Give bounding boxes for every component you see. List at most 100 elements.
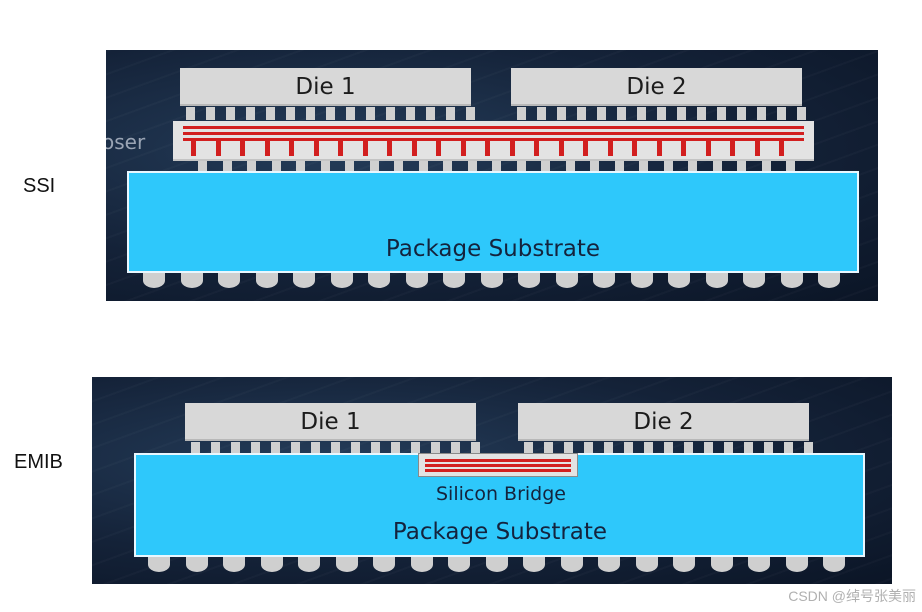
microbump [406,107,415,120]
via [313,138,319,156]
solder-ball [630,273,653,288]
via [730,138,735,156]
interposer-bump [590,161,599,171]
microbump [757,107,766,120]
microbump [311,442,320,454]
interposer-bump [639,161,648,171]
microbump [684,442,693,454]
solder-ball [330,273,353,288]
solder-ball [635,557,658,572]
microbump [446,107,455,120]
solder-ball [555,273,578,288]
microbump [804,442,813,454]
microbump [291,442,300,454]
bridge-wire [425,469,571,472]
microbump [737,107,746,120]
microbump [557,107,566,120]
interposer-bump [320,161,330,171]
microbump [704,442,713,454]
via [681,138,686,156]
interposer-bump [492,161,501,171]
solder-ball [185,557,208,572]
solder-ball [298,557,320,572]
interposer-bump [443,161,452,171]
interposer-wire [183,138,804,141]
microbump [371,442,380,454]
interposer-bump [541,161,550,171]
microbump [426,107,435,120]
microbump [657,107,666,120]
via [436,138,441,156]
via [264,138,270,156]
silicon-bridge [418,453,578,477]
via [509,138,515,156]
interposer-bump [198,161,207,171]
microbump [231,442,240,454]
solder-ball [480,273,503,288]
microbump [366,107,375,120]
emib-die-2: Die 2 [518,403,809,441]
microbump [537,107,546,120]
via [289,138,294,156]
microbump [564,442,573,454]
solder-ball [405,273,428,288]
microbump [226,107,235,120]
via [215,138,221,156]
microbump [351,442,360,454]
microbump [286,107,295,120]
solder-ball [823,557,845,572]
ssi-die-1: Die 1 [180,68,471,106]
microbump [577,107,586,120]
solder-ball [255,273,278,288]
solder-ball [373,557,395,572]
interposer-bump [761,161,771,171]
microbump [624,442,633,454]
microbump [784,442,793,454]
via [240,138,245,156]
microbump [271,442,280,454]
interposer-bump [614,161,624,171]
solder-ball [518,273,540,288]
interposer-bump [663,161,673,171]
bridge-wire [425,459,571,462]
solder-ball [260,557,283,572]
interposer-bump [418,161,428,171]
microbump [604,442,613,454]
via [656,138,662,156]
interposer-bump [516,161,526,171]
via [607,138,613,156]
solder-ball [598,557,620,572]
solder-ball [180,273,203,288]
via [583,138,588,156]
solder-ball [785,557,808,572]
microbump [664,442,673,454]
solder-ball [705,273,728,288]
bridge-wire [425,464,571,467]
microbump [517,107,526,120]
microbump [391,442,400,454]
via [411,138,417,156]
interposer-bump [737,161,746,171]
microbump [386,107,395,120]
microbump [326,107,335,120]
via [387,138,392,156]
microbump [186,107,195,120]
via [460,138,466,156]
microbump [697,107,706,120]
interposer-wire [183,126,804,129]
microbump [251,442,260,454]
ssi-substrate-label: Package Substrate [385,236,601,262]
microbump [451,442,460,454]
solder-ball [673,557,695,572]
emib-die-1: Die 1 [185,403,476,441]
interposer-bump [345,161,354,171]
solder-ball [293,273,315,288]
solder-ball [780,273,803,288]
interposer-bump [467,161,477,171]
microbump [617,107,626,120]
solder-ball [748,557,770,572]
solder-ball [523,557,545,572]
interposer-label: oser [106,130,146,154]
emib-diagram: Die 1 Die 2 Silicon Bridge Package Subst… [92,377,892,584]
solder-ball [710,557,733,572]
